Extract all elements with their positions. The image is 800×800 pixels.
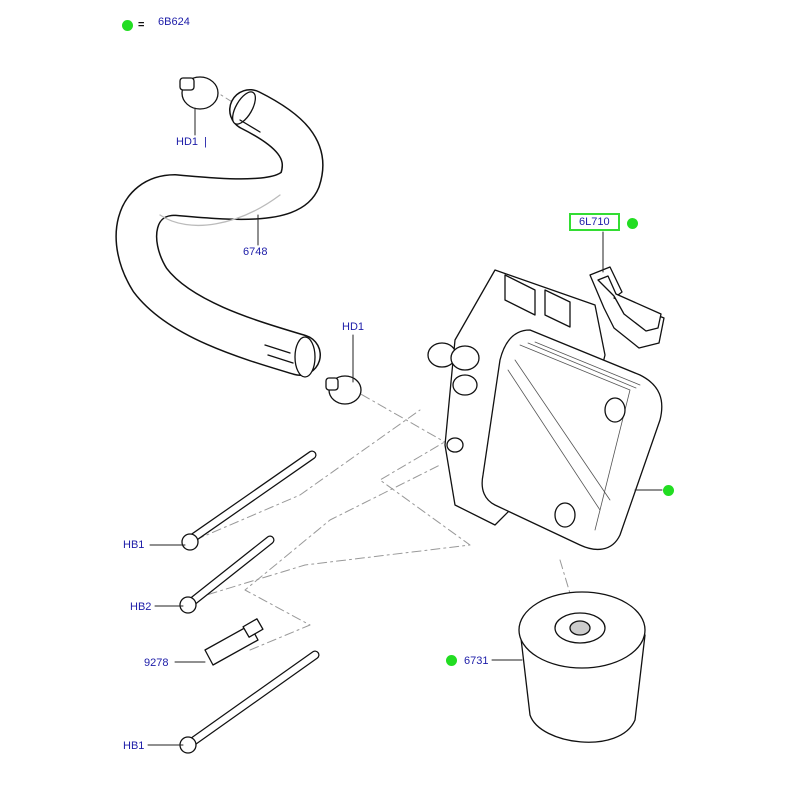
bolt-hb1-upper: [181, 450, 317, 551]
gasket-6l710: [589, 266, 665, 349]
leader-lines: [147, 107, 663, 746]
marker-6731: [446, 655, 457, 666]
callout-hb1-upper[interactable]: HB1: [123, 539, 145, 551]
callout-9278[interactable]: 9278: [144, 657, 169, 669]
hose-clamp-lower: [325, 375, 362, 405]
oil-cooler: [481, 329, 663, 551]
callout-hd1-top[interactable]: HD1 |: [176, 136, 207, 148]
oil-filter-6731: [518, 591, 646, 743]
bolt-hb1-lower: [179, 650, 320, 754]
marker-cooler: [663, 485, 674, 496]
bolt-hb2: [179, 535, 275, 614]
sensor-9278: [204, 618, 264, 666]
marker-6l710: [627, 218, 638, 229]
callout-hd1-lower[interactable]: HD1: [342, 321, 365, 333]
legend-marker: [122, 20, 133, 31]
callout-hb2[interactable]: HB2: [130, 601, 152, 613]
hose-6748: [115, 89, 324, 378]
hose-clamp-top: [179, 76, 219, 110]
callout-suffix: |: [204, 136, 207, 148]
callout-6731[interactable]: 6731: [464, 655, 489, 667]
callout-hb1-lower[interactable]: HB1: [123, 740, 145, 752]
callout-6748[interactable]: 6748: [243, 246, 268, 258]
legend-equals: =: [138, 19, 145, 31]
legend-part-number[interactable]: 6B624: [158, 16, 190, 28]
callout-6l710[interactable]: 6L710: [569, 213, 620, 231]
callout-text: HD1: [176, 136, 199, 148]
